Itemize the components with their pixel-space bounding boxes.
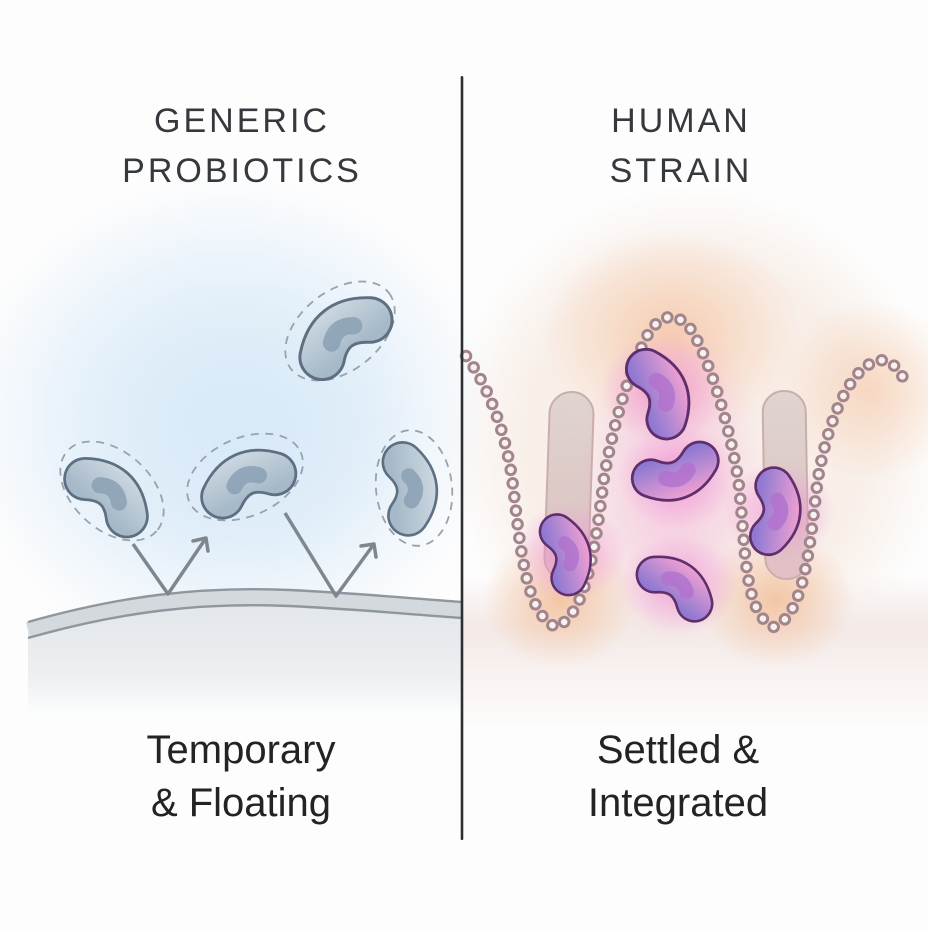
settled-bacterium-5 [769, 486, 785, 538]
left-title-line1: GENERIC [154, 102, 330, 140]
left-caption-line1: Temporary [146, 728, 336, 772]
villi-microvilli-chain [459, 310, 911, 634]
divider-line [460, 76, 464, 840]
right-caption-line1: Settled & [596, 728, 760, 772]
right-title-line1: HUMAN [611, 102, 751, 140]
floating-bacterium-1 [284, 280, 396, 382]
dashed-halo [374, 429, 454, 547]
left-panel-title: GENERIC PROBIOTICS [11, 96, 473, 196]
floating-bacterium-4 [374, 429, 454, 547]
ground-left [28, 599, 462, 715]
bounce-arrow-1 [131, 536, 210, 596]
left-panel-illustration [0, 175, 498, 715]
left-panel-caption: Temporary & Floating [10, 724, 472, 830]
dashed-halo [284, 280, 396, 382]
settled-bacterium-2 [651, 461, 704, 489]
settled-bacterium-4 [557, 529, 578, 578]
right-panel-caption: Settled & Integrated [445, 724, 911, 830]
settled-bacterium-1 [646, 365, 677, 420]
left-title-line2: PROBIOTICS [122, 152, 362, 190]
left-caption-line2: & Floating [150, 781, 332, 825]
dashed-halo [59, 440, 165, 542]
right-panel-title: HUMAN STRAIN [448, 96, 914, 196]
mucosal-surface [25, 587, 463, 640]
right-panel-illustration [445, 185, 928, 725]
floating-bacterium-3 [186, 432, 304, 522]
right-title-line2: STRAIN [609, 152, 753, 190]
bounce-arrow-2 [283, 512, 378, 598]
floating-bacterium-2 [59, 440, 165, 542]
dashed-halo [186, 432, 304, 522]
right-caption-line2: Integrated [587, 781, 769, 825]
